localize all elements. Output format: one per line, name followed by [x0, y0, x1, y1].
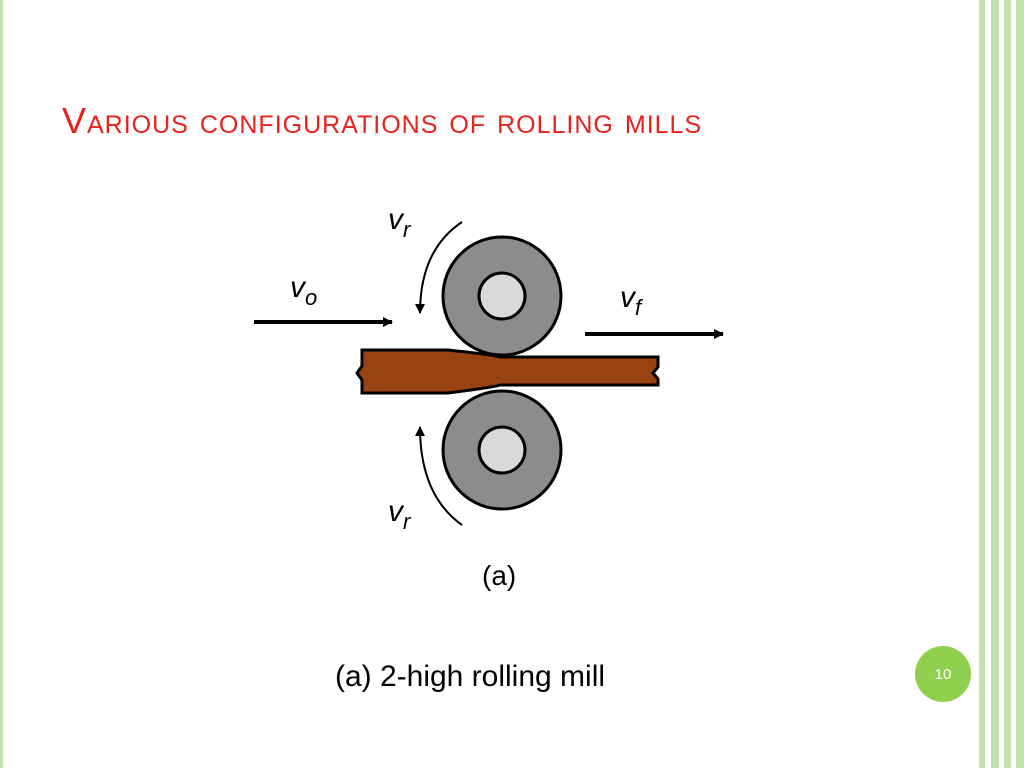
exit-speed-label: vf: [620, 281, 644, 320]
bottom-roll: [441, 389, 563, 511]
slide-frame: [0, 0, 3, 768]
workpiece-strip: [355, 348, 660, 395]
roll-speed-top-label: vr: [388, 203, 412, 242]
slide-caption: (a) 2-high rolling mill: [334, 660, 606, 693]
page-number-badge: 10: [915, 646, 971, 702]
roll-speed-bottom-label: vr: [388, 495, 412, 534]
diagram-sublabel: (a): [482, 560, 516, 591]
slide-title: Various configurations of rolling mills: [62, 100, 703, 141]
entry-speed-label: vo: [290, 271, 317, 310]
rolling-mill-diagram: vr vo vf vr (a): [254, 203, 724, 591]
bottom-rotation-arrow: [415, 426, 463, 526]
top-roll: [441, 235, 563, 357]
decorative-side-stripes: [979, 0, 1024, 768]
top-rotation-arrow: [415, 221, 463, 314]
